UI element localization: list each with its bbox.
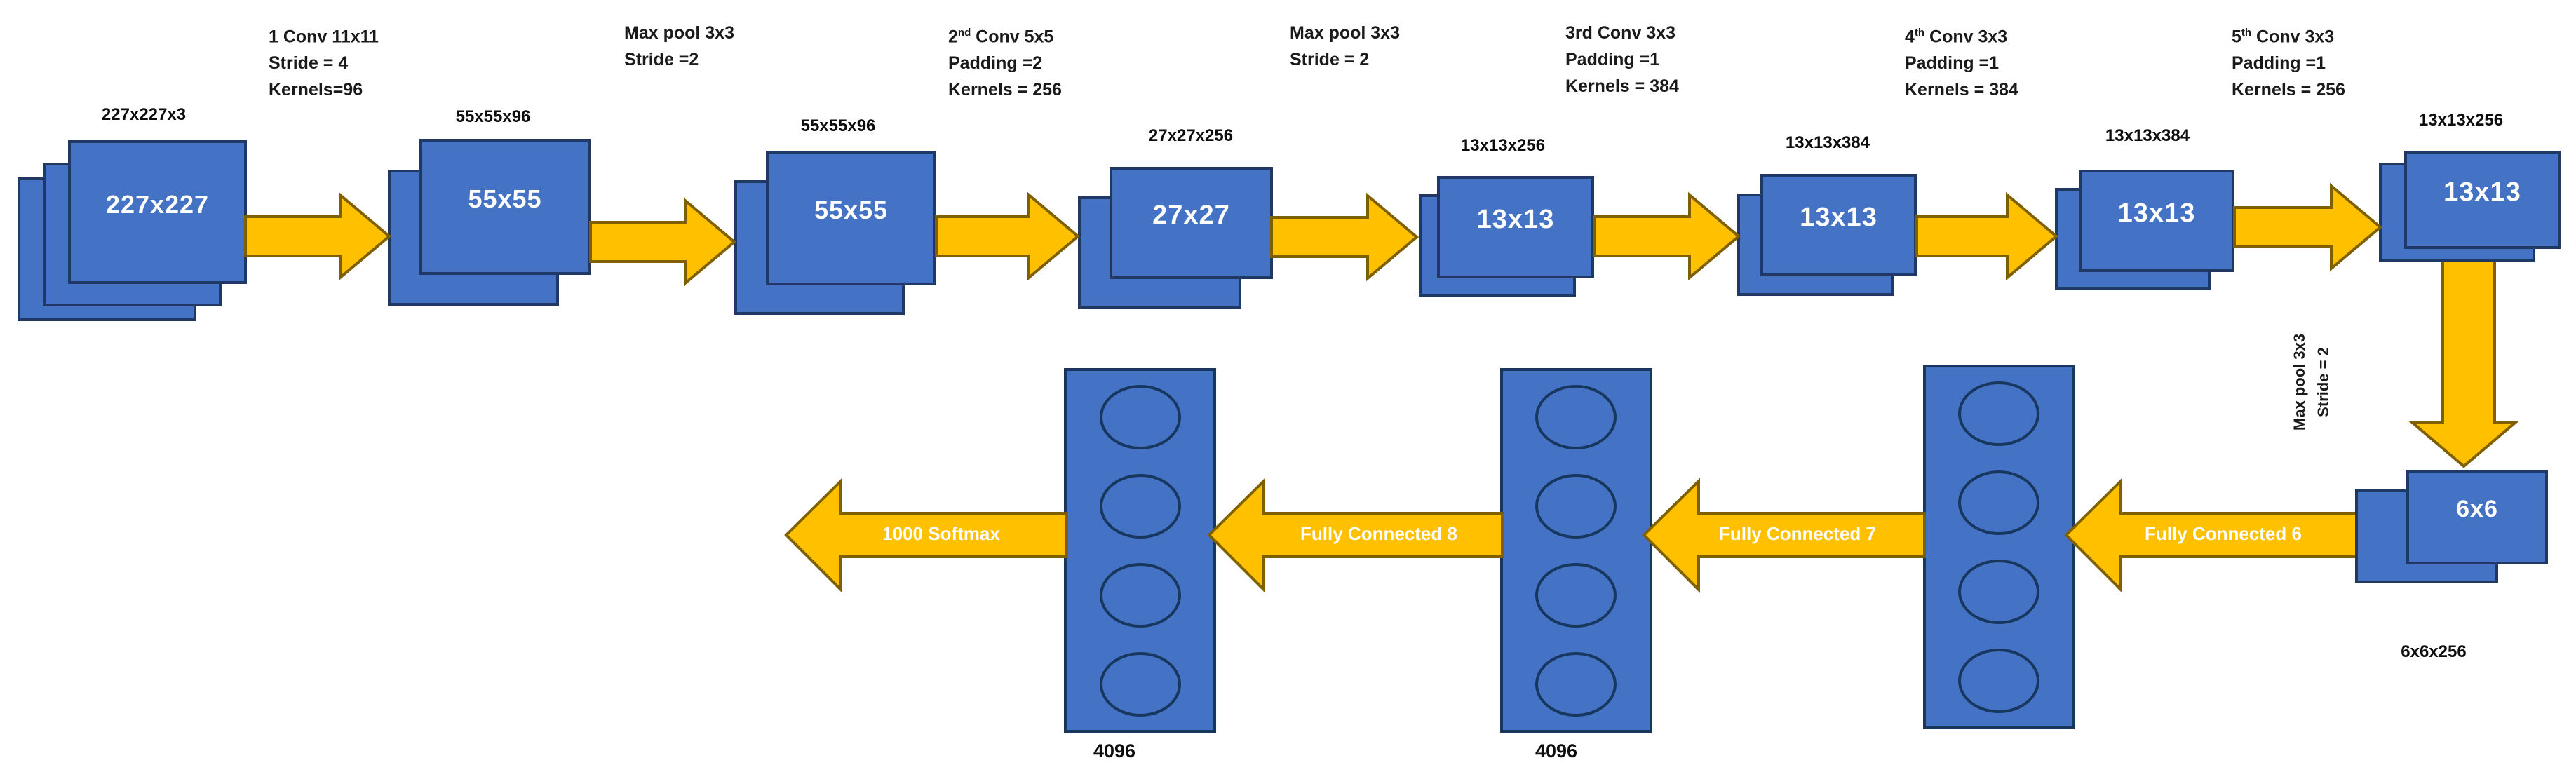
- neuron-ellipse: [1535, 474, 1617, 539]
- op-label-conv1: 1 Conv 11x11 Stride = 4 Kernels=96: [269, 27, 379, 100]
- conv1-arrow: [244, 191, 392, 281]
- stack-dim-label: 13x13x256: [2418, 111, 2504, 130]
- softmax-arrow-label: 1000 Softmax: [882, 523, 1000, 544]
- feature-map-box-pool2: 13x13: [1437, 176, 1594, 278]
- op-label-conv3: 3rd Conv 3x3 Padding =1 Kernels = 384: [1565, 23, 1679, 96]
- softmax-arrow: [784, 478, 1068, 593]
- fc7-arrow-label: Fully Connected 7: [1719, 523, 1876, 544]
- stack-dim-label: 55x55x96: [800, 116, 876, 135]
- neuron-ellipse: [1100, 385, 1181, 449]
- feature-map-box-conv4: 13x13: [2079, 170, 2234, 272]
- neuron-ellipse: [1535, 385, 1617, 449]
- neuron-ellipse: [1958, 470, 2039, 535]
- stack-dim-label: 55x55x96: [455, 107, 531, 126]
- maxpool2-arrow: [1270, 192, 1420, 282]
- maxpool3-down-arrow: [2408, 259, 2519, 468]
- fc8-arrow-label: Fully Connected 8: [1300, 523, 1457, 544]
- op-label-conv5: 5th Conv 3x3 Padding =1 Kernels = 256: [2232, 27, 2345, 100]
- feature-map-box-conv3: 13x13: [1760, 174, 1917, 276]
- neuron-ellipse: [1958, 649, 2039, 713]
- stack-dim-label: 13x13x384: [1785, 133, 1870, 152]
- op-label-maxpool1: Max pool 3x3 Stride =2: [624, 23, 734, 69]
- maxpool3-label: Max pool 3x3 Stride = 2: [2291, 333, 2332, 431]
- neuron-ellipse: [1100, 474, 1181, 539]
- fc-size-label: 4096: [1535, 740, 1578, 761]
- neuron-ellipse: [1100, 652, 1181, 717]
- stack-dim-label: 13x13x256: [1460, 136, 1546, 155]
- conv4-arrow: [1915, 191, 2059, 281]
- stack-dim-label: 13x13x384: [2105, 126, 2190, 145]
- neuron-ellipse: [1958, 381, 2039, 446]
- feature-map-box-pool3: 6x6: [2406, 470, 2548, 564]
- feature-map-box-conv2: 27x27: [1110, 167, 1273, 279]
- op-label-conv2: 2nd Conv 5x5 Padding =2 Kernels = 256: [948, 27, 1062, 100]
- fc-size-label: 4096: [1093, 740, 1136, 761]
- feature-map-box-pool1: 55x55: [766, 151, 936, 285]
- neuron-ellipse: [1535, 652, 1617, 717]
- op-label-maxpool2: Max pool 3x3 Stride = 2: [1290, 23, 1400, 69]
- conv3-arrow: [1593, 191, 1741, 281]
- fc7-arrow: [1642, 478, 1926, 593]
- conv5-arrow: [2233, 182, 2383, 272]
- output-dim-label: 6x6x256: [2401, 642, 2467, 661]
- stack-dim-label: 227x227x3: [101, 105, 187, 124]
- feature-map-box-conv5: 13x13: [2404, 151, 2561, 249]
- neuron-ellipse: [1958, 560, 2039, 624]
- op-label-conv4: 4th Conv 3x3 Padding =1 Kernels = 384: [1905, 27, 2018, 100]
- feature-map-box-conv1: 55x55: [419, 139, 591, 275]
- conv2-arrow: [935, 191, 1081, 281]
- feature-map-box-input: 227x227: [68, 140, 247, 284]
- fc8-arrow: [1207, 478, 1504, 593]
- stack-dim-label: 27x27x256: [1148, 126, 1234, 145]
- neuron-ellipse: [1535, 563, 1617, 628]
- neuron-ellipse: [1100, 563, 1181, 628]
- maxpool1-arrow: [589, 197, 737, 287]
- fc6-arrow-label: Fully Connected 6: [2145, 523, 2302, 544]
